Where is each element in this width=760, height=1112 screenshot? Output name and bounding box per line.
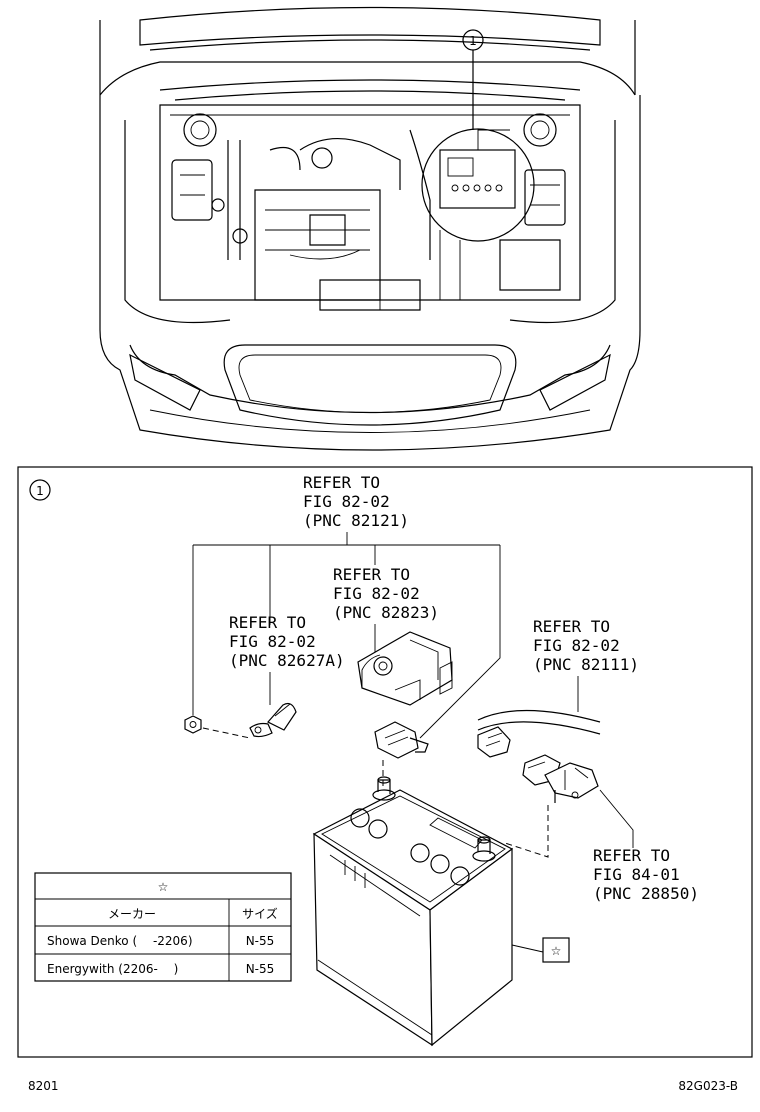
table-row-2-maker: Energywith (2206- ) (47, 962, 178, 976)
callout-28850-line1: REFER TO (593, 846, 670, 865)
detail-callout-circle (29, 479, 51, 501)
table-row-2-size: N-55 (246, 962, 275, 976)
detail-callout-number: 1 (36, 484, 44, 498)
callout-82823: REFER TO FIG 82-02 (PNC 82823) (333, 565, 439, 622)
battery (312, 776, 514, 1047)
callout-82111-line3: (PNC 82111) (533, 655, 639, 674)
table-col-size: サイズ (242, 906, 278, 921)
callout-82111: REFER TO FIG 82-02 (PNC 82111) (533, 617, 639, 674)
positive-clamp (374, 721, 429, 759)
callout-82121-line1: REFER TO (303, 473, 380, 492)
table-row-1-maker: Showa Denko ( -2206) (47, 934, 193, 948)
callout-82627A-line1: REFER TO (229, 613, 306, 632)
callout-82823-line1: REFER TO (333, 565, 410, 584)
fusible-link-cover (357, 631, 453, 706)
leader-lines (192, 532, 634, 848)
table-row-1-size: N-55 (246, 934, 275, 948)
footer-left-code: 8201 (28, 1079, 59, 1093)
callout-82627A-line3: (PNC 82627A) (229, 651, 345, 670)
callout-82823-line3: (PNC 82823) (333, 603, 439, 622)
callout-82121-line2: FIG 82-02 (303, 492, 390, 511)
callout-82627A-line2: FIG 82-02 (229, 632, 316, 651)
battery-sensor (522, 754, 599, 803)
callout-82111-line2: FIG 82-02 (533, 636, 620, 655)
overview-callout-number: 1 (469, 34, 477, 48)
callout-82823-line2: FIG 82-02 (333, 584, 420, 603)
callout-82111-line1: REFER TO (533, 617, 610, 636)
battery-spec-table: ☆ メーカー サイズ Showa Denko ( -2206) N-55 Ene… (34, 872, 292, 982)
battery-nut (184, 715, 202, 734)
callout-82627A: REFER TO FIG 82-02 (PNC 82627A) (229, 613, 345, 670)
overview-callout-circle (462, 29, 484, 51)
table-col-maker: メーカー (108, 907, 156, 921)
footer-right-code: 82G023-B (678, 1079, 738, 1093)
callout-28850-line2: FIG 84-01 (593, 865, 680, 884)
vehicle-overview: 1 (99, 6, 641, 451)
star-marker-box (542, 937, 570, 963)
callout-28850-line3: (PNC 28850) (593, 884, 699, 903)
ground-cable (249, 702, 297, 738)
detail-frame (17, 466, 753, 1058)
callout-28850: REFER TO FIG 84-01 (PNC 28850) (593, 846, 699, 903)
positive-cable (477, 709, 601, 758)
callout-82121-line3: (PNC 82121) (303, 511, 409, 530)
star-marker: ☆ (551, 944, 562, 958)
table-header-symbol: ☆ (158, 880, 169, 894)
callout-82121: REFER TO FIG 82-02 (PNC 82121) (303, 473, 409, 530)
